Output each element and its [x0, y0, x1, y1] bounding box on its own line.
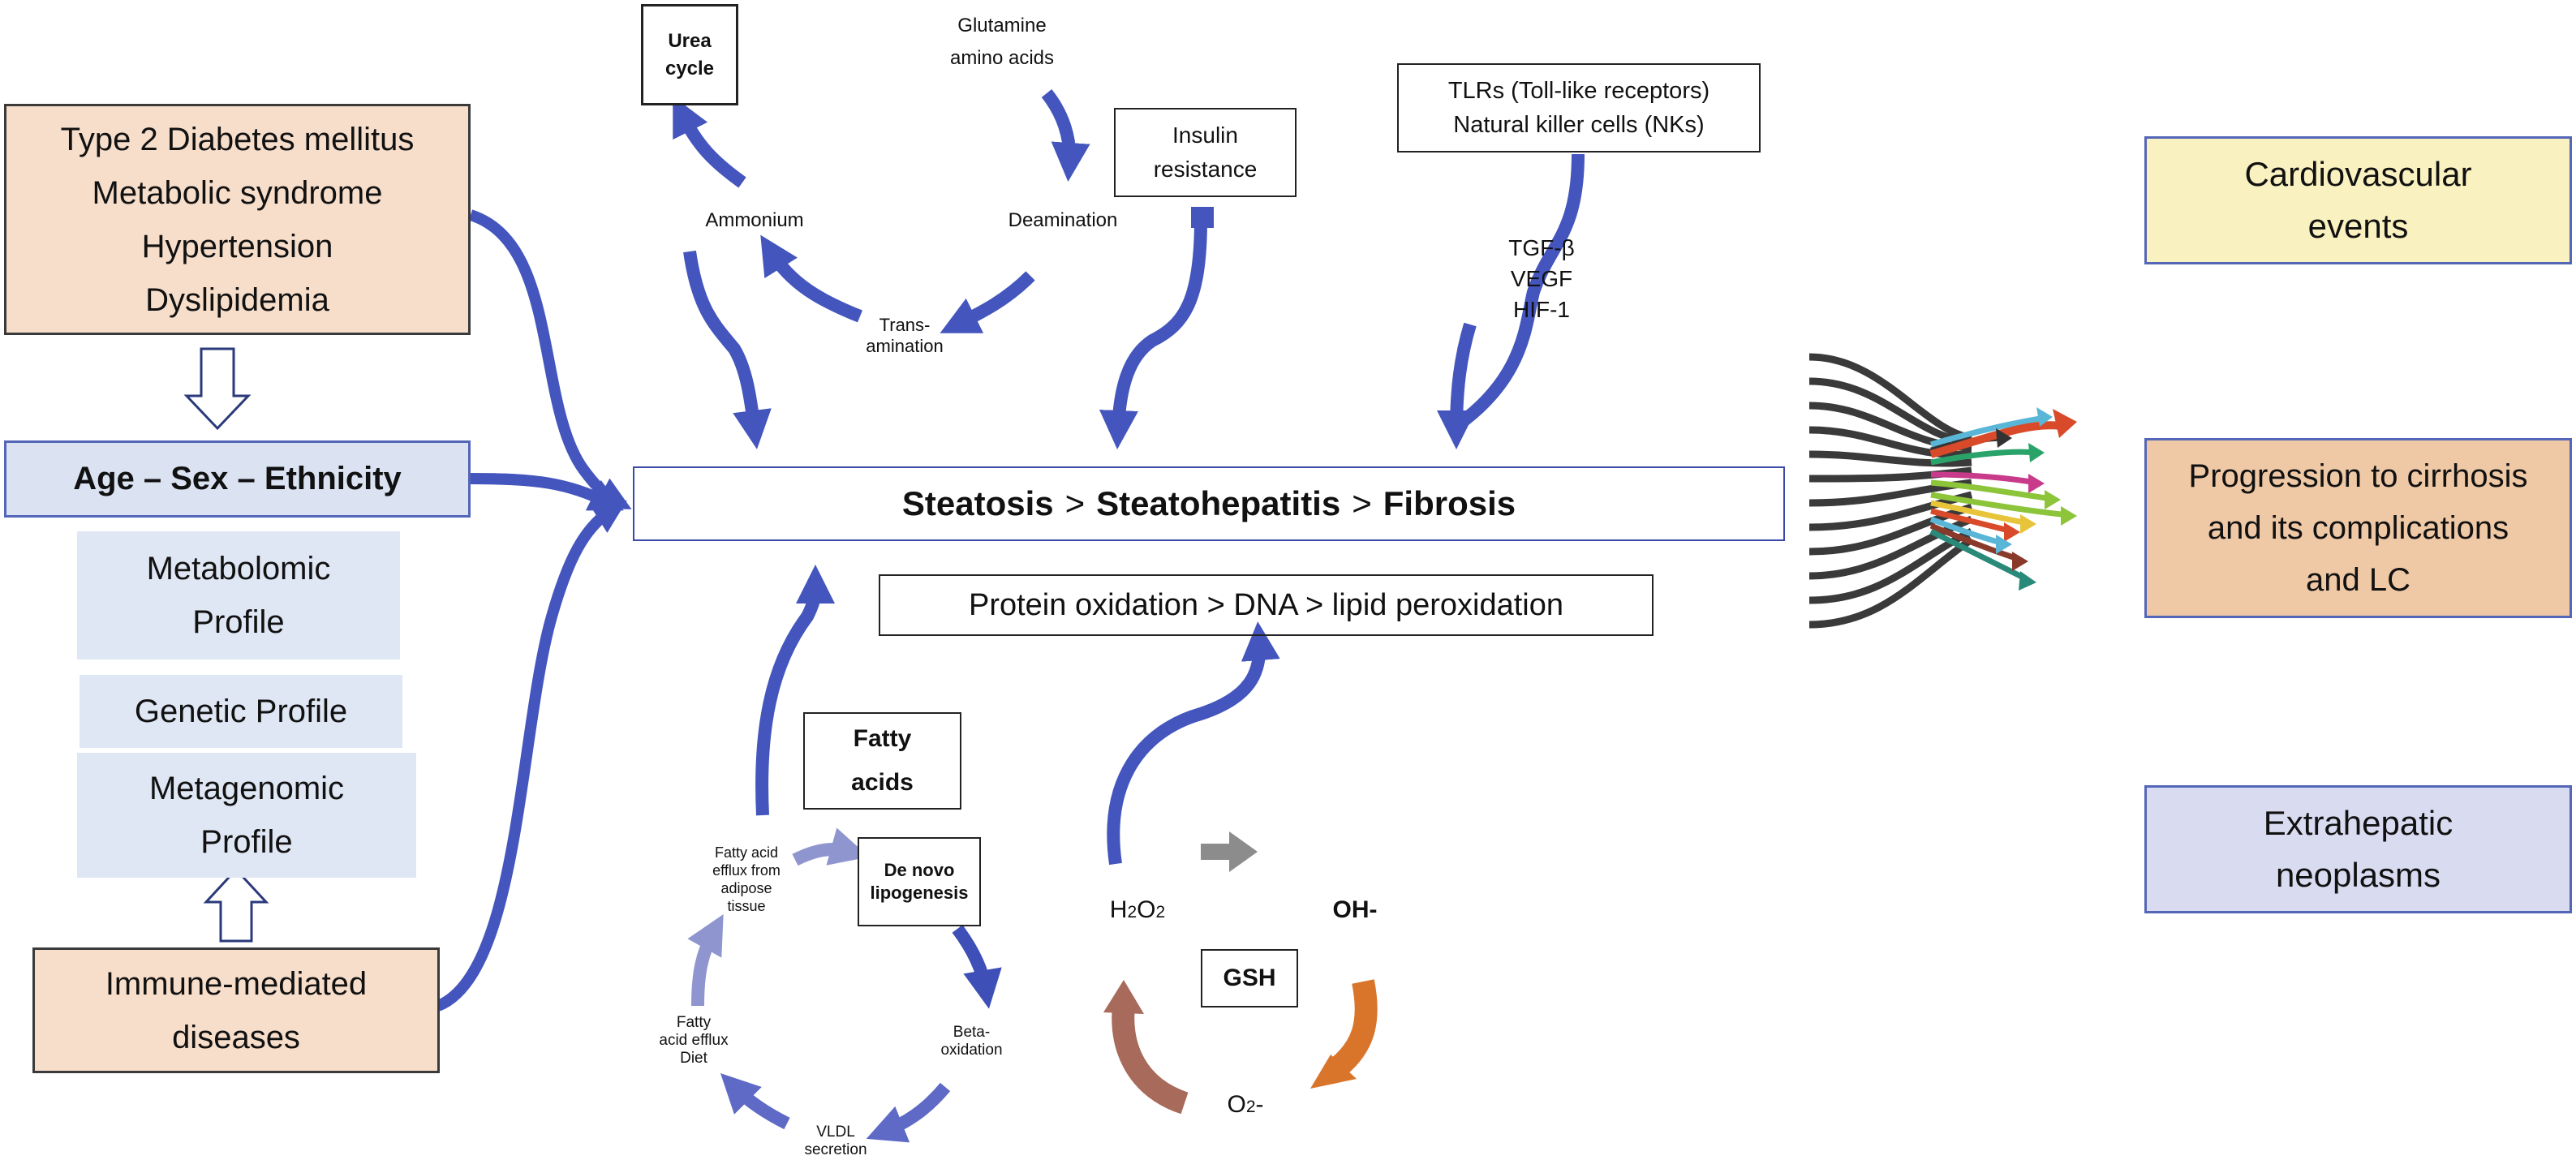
efflux-adipose-label: Fatty acid efflux from adipose tissue: [712, 844, 781, 914]
steatosis-label: Steatosis: [901, 484, 1054, 522]
redox-brown-arrow: [1112, 1004, 1189, 1115]
sep-1: >: [1064, 484, 1086, 522]
arrow-beta-to-vldl: [866, 1082, 951, 1143]
insulin-arrow-tail: [1191, 207, 1214, 228]
deamination-label: Deamination: [1008, 209, 1118, 231]
metagenomic-line2: Profile: [200, 824, 293, 860]
glutamine-label: Glutamine amino acids: [921, 10, 1083, 75]
sep-2: >: [1352, 484, 1372, 522]
urea-line2: cycle: [664, 57, 715, 79]
glutamine-line2: amino acids: [949, 47, 1055, 69]
fatty-acids-box: Fatty acids: [803, 712, 961, 810]
cytokine-tgf: TGF-β: [1508, 235, 1575, 260]
arrow-tlr-tip: [1437, 322, 1477, 449]
urea-cycle-box: Urea cycle: [641, 4, 738, 105]
demographics-box: Age – Sex – Ethnicity: [4, 440, 471, 518]
oh-label: OH-: [1332, 896, 1378, 923]
cirrhosis-box: Progression to cirrhosis and its complic…: [2144, 438, 2572, 618]
arrow-deamination-to-transamination: [940, 271, 1035, 333]
cytokine-vegf: VEGF: [1510, 266, 1573, 291]
ammonium-label: Ammonium: [705, 209, 804, 231]
immune-line1: Immune-mediated: [105, 965, 368, 1002]
arrow-efflux-to-denovo: [792, 827, 870, 866]
transamination-label: Trans- amination: [866, 315, 944, 356]
immune-line2: diseases: [172, 1019, 300, 1055]
arrow-h2o2-to-oxidation: [1107, 621, 1280, 866]
redox-orange-arrow: [1331, 979, 1378, 1076]
vldl-label: VLDL secretion: [804, 1123, 867, 1158]
redox-gray-arrow: [1201, 831, 1258, 872]
arrow-vldl-to-diet: [720, 1073, 790, 1130]
risk-factor-hypertension: Hypertension: [141, 228, 333, 264]
neoplasms-box: Extrahepatic neoplasms: [2144, 785, 2572, 913]
metabolomic-line1: Metabolomic: [146, 551, 331, 586]
o2-label: O2-: [1227, 1091, 1264, 1118]
gsh-box: GSH: [1201, 949, 1298, 1007]
insulin-resistance-box: Insulin resistance: [1114, 108, 1297, 197]
genetic-label: Genetic Profile: [134, 693, 348, 729]
central-process-box: Steatosis > Steatohepatitis > Fibrosis: [633, 466, 1785, 541]
risk-factors-box: Type 2 Diabetes mellitus Metabolic syndr…: [4, 104, 471, 335]
cytokine-hif: HIF-1: [1513, 297, 1570, 322]
arrow-transamination-to-ammonium: [760, 234, 862, 323]
progression-fan: [1808, 353, 1974, 629]
arrow-immune-to-steatosis: [436, 500, 627, 1012]
steatohepatitis-label: Steatohepatitis: [1096, 484, 1341, 522]
redox-orange-head: [1310, 1055, 1357, 1089]
cardiovascular-box: Cardiovascular events: [2144, 136, 2572, 264]
metabolomic-line2: Profile: [192, 604, 285, 640]
arrow-ammonium-to-urea: [673, 96, 746, 188]
oxidation-box: Protein oxidation > DNA > lipid peroxida…: [879, 574, 1654, 636]
arrow-tlr-to-fibrosis: [1444, 153, 1585, 437]
hollow-arrow-up: [203, 867, 269, 943]
arrow-demographics-to-steatosis: [470, 473, 624, 511]
arrow-fatty-to-steatosis: [755, 565, 835, 816]
metabolomic-profile-box: Metabolomic Profile: [77, 531, 400, 659]
redox-brown-head: [1103, 980, 1144, 1014]
risk-factor-metabolic: Metabolic syndrome: [92, 174, 383, 211]
tlr-nk-box: TLRs (Toll-like receptors) Natural kille…: [1397, 63, 1761, 153]
metagenomic-profile-box: Metagenomic Profile: [77, 753, 416, 878]
beta-oxidation-label: Beta- oxidation: [940, 1024, 1003, 1059]
h2o2-label: H2O2: [1109, 896, 1166, 923]
arrow-risk-to-steatosis: [468, 209, 632, 509]
efflux-diet-label: Fatty acid efflux Diet: [659, 1014, 729, 1067]
arrow-glutamine-to-deamination: [1041, 89, 1090, 182]
cytokines-label: TGF-β VEGF HIF-1: [1493, 233, 1590, 325]
fibrosis-label: Fibrosis: [1383, 484, 1516, 522]
oxidation-label: Protein oxidation > DNA > lipid peroxida…: [968, 587, 1563, 622]
hollow-arrow-down: [183, 347, 252, 431]
metagenomic-line1: Metagenomic: [148, 771, 345, 806]
genetic-profile-box: Genetic Profile: [80, 675, 402, 748]
arrow-diet-to-efflux: [687, 914, 724, 1007]
arrow-insulin-to-steatosis: [1099, 218, 1207, 449]
arrow-ammonium-to-steatosis: [683, 250, 772, 449]
risk-factor-dyslipidemia: Dyslipidemia: [145, 281, 329, 318]
arrow-denovo-to-beta: [952, 925, 1002, 1009]
risk-factor-diabetes: Type 2 Diabetes mellitus: [60, 121, 415, 157]
urea-line1: Urea: [668, 29, 712, 52]
progression-arrowheads: [1996, 407, 2077, 591]
immune-diseases-box: Immune-mediated diseases: [32, 947, 440, 1073]
glutamine-line1: Glutamine: [957, 15, 1047, 37]
demographics-label: Age – Sex – Ethnicity: [73, 461, 402, 496]
de-novo-box: De novo lipogenesis: [858, 837, 981, 926]
